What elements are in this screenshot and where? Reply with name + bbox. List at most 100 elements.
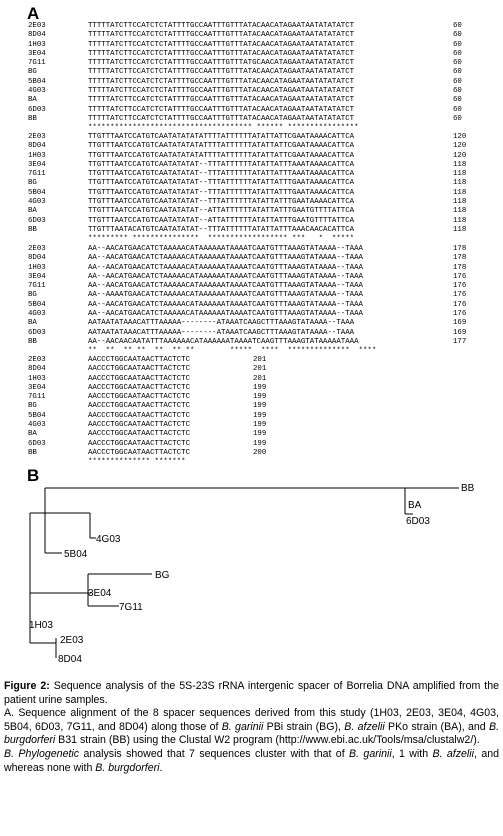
sequence-position: 199 [253,430,267,439]
sequence-name: 7G11 [28,170,46,179]
species-name: B. burgdorferi [95,761,160,774]
sequence-position: 118 [453,225,467,234]
sequence-name: 5B04 [28,411,46,420]
consensus-stars: ************************************* **… [88,124,359,133]
sequence-text: TTTTTATCTTCCATCTCTATTTTGCCAATTTGTTTATACA… [88,31,355,40]
sequence-position: 201 [253,374,267,383]
sequence-text: AA--AACATGAACATCTAAAAACATAAAAAATAAAATCAA… [88,282,363,291]
species-name: B. garinii [349,747,392,760]
sequence-name: 2E03 [28,22,46,30]
sequence-position: 60 [453,22,462,30]
tree-label-4g03: 4G03 [96,534,121,545]
sequence-position: 200 [253,448,267,457]
sequence-position: 199 [253,393,267,402]
sequence-position: 176 [453,300,467,309]
sequence-position: 60 [453,114,462,123]
caption-figure-number: Figure 2: [4,680,50,692]
sequence-name: 1H03 [28,263,46,272]
sequence-text: TTTTTATCTTCCATCTCTATTTTGCCAATTTGTTTATACA… [88,96,355,105]
sequence-text: AATAATATAAACATTTAAAAA--------ATAAATCAAGC… [88,319,355,328]
sequence-text: TTTTTATCTTCCATCTCTATTTTGCCAATTTGTTTATACA… [88,114,355,123]
sequence-position: 201 [253,356,267,364]
sequence-text: AA--AACATGAACATCTAAAAACATAAAAAATAAAATCAA… [88,263,363,272]
sequence-name: 8D04 [28,31,46,40]
sequence-name: BB [28,337,37,346]
sequence-position: 60 [453,40,462,49]
species-name: B. garinii [221,720,264,733]
sequence-name: BB [28,448,37,457]
sequence-text: AACCCTGGCAATAACTTACTCTC [88,356,191,364]
sequence-name: BA [28,207,37,216]
sequence-text: TTGTTTAATCCATGTCAATATATAT--TTTATTTTTTATA… [88,170,355,179]
sequence-position: 199 [253,402,267,411]
sequence-name: BG [28,68,37,77]
sequence-name: 7G11 [28,393,46,402]
tree-label-6d03: 6D03 [406,516,430,527]
sequence-name: 5B04 [28,300,46,309]
sequence-position: 60 [453,77,462,86]
sequence-name: 8D04 [28,142,46,151]
species-name: B. afzelii [344,720,385,733]
sequence-text: TTGTTTAATCCATGTCAATATATATATTTTATTTTTTATA… [88,142,355,151]
sequence-name: BB [28,114,37,123]
sequence-position: 176 [453,291,467,300]
caption-part-a: A. Sequence alignment of the 8 spacer se… [4,707,499,748]
caption-text: B31 strain (BB) using the Clustal W2 pro… [55,734,480,747]
sequence-text: AACCCTGGCAATAACTTACTCTC [88,439,191,448]
sequence-name: 6D03 [28,105,46,114]
sequence-text: AA--AACATGAACATCTAAAAACATAAAAAATAAAATCAA… [88,300,363,309]
sequence-position: 177 [453,337,467,346]
tree-label-ba: BA [408,500,422,511]
sequence-text: AACCCTGGCAATAACTTACTCTC [88,374,191,383]
sequence-text: TTTTTATCTTCCATCTCTATTTTGCCAATTTGTTTATACA… [88,77,355,86]
sequence-position: 60 [453,49,462,58]
sequence-text: TTGTTTAATCCATGTCAATATATAT--TTTATTTTTTATA… [88,188,355,197]
sequence-text: AACCCTGGCAATAACTTACTCTC [88,383,191,392]
phylogenetic-tree: BB BA 6D03 4G03 5B04 BG 3E04 7G11 1H03 2… [29,483,475,665]
caption-text: analysis showed that 7 sequences cluster… [79,747,350,760]
sequence-position: 201 [253,365,267,374]
sequence-name: 1H03 [28,40,46,49]
sequence-text: TTTTTATCTTCCATCTCTATTTTGCCAATTTGTTTATACA… [88,87,355,96]
sequence-text: AACCCTGGCAATAACTTACTCTC [88,411,191,420]
consensus-stars: ** ** ** ** ** ** ** ***** **** ********… [88,347,377,356]
sequence-text: AA--AACAACAATATTTAAAAAACATAAAAAATAAAATCA… [88,337,359,346]
sequence-text: TTTTTATCTTCCATCTCTATTTTGCCAATTTGTTTATGCA… [88,59,355,68]
sequence-text: AACCCTGGCAATAACTTACTCTC [88,421,191,430]
sequence-text: TTTTTATCTTCCATCTCTATTTTGCCAATTTGTTTATACA… [88,105,355,114]
sequence-position: 118 [453,198,467,207]
caption-text: PBi strain (BG), [263,720,345,733]
sequence-position: 120 [453,151,467,160]
sequence-position: 60 [453,96,462,105]
sequence-text: TTGTTTAATCCATGTCAATATATATATTTTATTTTTTATA… [88,151,355,160]
caption-text: A. Sequence alignment of the 8 spacer se… [4,707,499,733]
sequence-position: 178 [453,254,467,263]
sequence-text: AATAATATAAACATTTAAAAA--------ATAAATCAAGC… [88,328,355,337]
sequence-position: 120 [453,133,467,141]
sequence-position: 60 [453,68,462,77]
sequence-text: AA--AACATGAACATCTAAAAACATAAAAAATAAAATCAA… [88,272,363,281]
sequence-text: AACCCTGGCAATAACTTACTCTC [88,393,191,402]
sequence-text: AA--AAAATGAACATCTAAAAACATAAAAAATAAAATCAA… [88,291,363,300]
sequence-name: BG [28,291,37,300]
sequence-position: 199 [253,421,267,430]
sequence-text: TTGTTTAATCCATGTCAATATATAT--ATTATTTTTTATA… [88,207,355,216]
sequence-position: 60 [453,31,462,40]
sequence-text: TTGTTTAATCCATGTCAATATATAT--ATTATTTTTTATA… [88,216,355,225]
sequence-name: 7G11 [28,59,46,68]
tree-branches [29,487,459,658]
sequence-position: 176 [453,282,467,291]
tree-label-1h03: 1H03 [29,620,53,631]
sequence-name: 3E04 [28,49,46,58]
sequence-name: 2E03 [28,245,46,253]
tree-label-bb: BB [461,483,475,494]
sequence-text: AACCCTGGCAATAACTTACTCTC [88,430,191,439]
caption-text: . [159,761,163,774]
tree-label-8d04: 8D04 [58,654,82,665]
sequence-text: AA--AACATGAACATCTAAAAACATAAAAAATAAAATCAA… [88,310,363,319]
sequence-name: BA [28,319,37,328]
sequence-text: TTTTTATCTTCCATCTCTATTTTGCCAATTTGTTTATACA… [88,68,355,77]
sequence-text: AACCCTGGCAATAACTTACTCTC [88,402,191,411]
sequence-name: 1H03 [28,374,46,383]
sequence-text: TTTTTATCTTCCATCTCTATTTTGCCAATTTGTTTATACA… [88,49,355,58]
